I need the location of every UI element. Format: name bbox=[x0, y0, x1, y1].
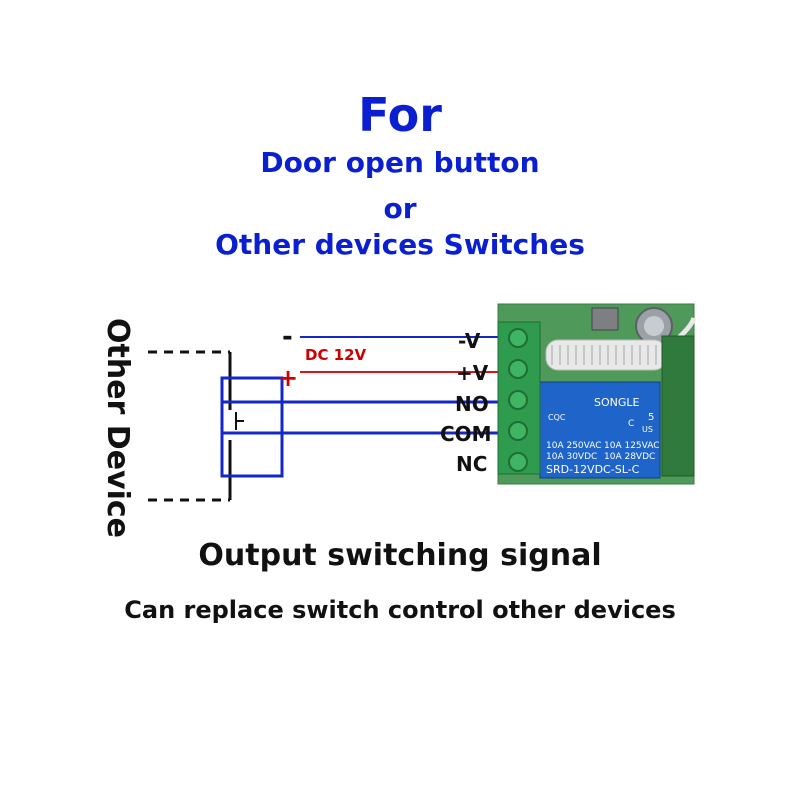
relay bbox=[539, 381, 661, 479]
terminal-screw-minus-v bbox=[508, 328, 528, 348]
relay-brand: SONGLE bbox=[594, 396, 640, 409]
relay-mark-us: US bbox=[642, 425, 653, 434]
relay-rating-left-2: 10A 30VDC bbox=[546, 452, 597, 462]
relay-rating-left: 10A 250VAC bbox=[546, 441, 602, 451]
relay-rating-right: 10A 125VAC bbox=[604, 441, 660, 451]
terminal-label-nc: NC bbox=[456, 452, 487, 476]
terminal-label-no: NO bbox=[455, 392, 489, 416]
capacitor-top bbox=[644, 316, 664, 336]
push-button bbox=[591, 307, 619, 331]
terminal-label-plus-v: +V bbox=[456, 361, 489, 385]
title-other-devices-switches: Other devices Switches bbox=[215, 228, 585, 261]
caption-replace-switch: Can replace switch control other devices bbox=[124, 596, 676, 624]
caption-output-switching-signal: Output switching signal bbox=[198, 538, 602, 573]
switch-box bbox=[220, 376, 284, 478]
relay-module: SONGLE CQC C 5 US 10A 250VAC 10A 30VDC 1… bbox=[497, 303, 697, 485]
plus-sign: + bbox=[278, 364, 298, 392]
terminal-screw-com bbox=[508, 421, 528, 441]
relay-model: SRD-12VDC-SL-C bbox=[546, 463, 640, 476]
terminal-label-com: COM bbox=[440, 422, 492, 446]
relay-rating-right-2: 10A 28VDC bbox=[604, 452, 655, 462]
terminal-screw-plus-v bbox=[508, 359, 528, 379]
relay-mark-5: 5 bbox=[648, 412, 654, 423]
terminal-screw-no bbox=[508, 390, 528, 410]
terminal-screw-nc bbox=[508, 452, 528, 472]
antenna-coil bbox=[545, 339, 667, 371]
terminal-screws bbox=[508, 328, 528, 472]
other-device-label: Other Device bbox=[100, 318, 135, 538]
dc-12v-label: DC 12V bbox=[305, 346, 367, 364]
rf-module bbox=[661, 335, 695, 477]
title-door-open-button: Door open button bbox=[260, 146, 540, 179]
title-for: For bbox=[358, 88, 442, 142]
terminal-label-minus-v: -V bbox=[458, 329, 481, 353]
minus-sign: - bbox=[282, 322, 293, 352]
title-or: or bbox=[383, 192, 417, 225]
relay-mark-c: C bbox=[628, 419, 634, 429]
relay-mark: CQC bbox=[548, 413, 566, 422]
